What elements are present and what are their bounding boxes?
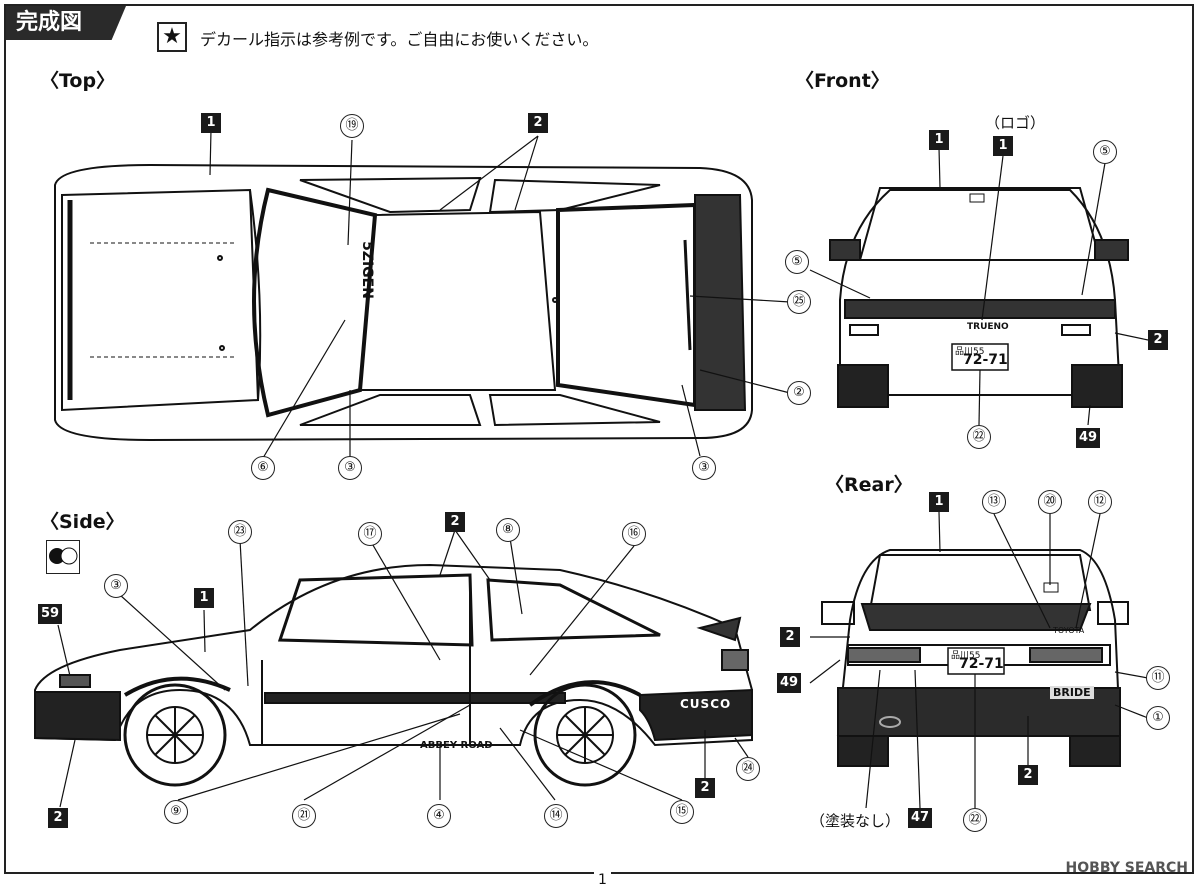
decal-1-front-logo: 1 (993, 136, 1013, 156)
bride-decal: BRIDE (1050, 686, 1094, 699)
decal-8: ⑧ (496, 518, 520, 542)
page-number: 1 (594, 872, 611, 888)
decal-20: ⑳ (1038, 490, 1062, 514)
logo-note: （ロゴ） (985, 114, 1046, 132)
decal-49-rear: 49 (777, 673, 801, 693)
front-view (829, 187, 1129, 408)
header-title: 完成図 (6, 6, 126, 40)
decal-1-circled-rear: ① (1146, 706, 1170, 730)
cusco-decal: CUSCO (680, 697, 732, 711)
no-paint-note: （塗装なし） (810, 812, 901, 830)
decal-22-front: ㉒ (967, 425, 991, 449)
decal-23: ㉓ (228, 520, 252, 544)
decal-2-side-c: 2 (695, 778, 715, 798)
section-rear: 〈Rear〉 (825, 474, 913, 496)
decal-12: ⑫ (1088, 490, 1112, 514)
top-view (54, 163, 753, 442)
decal-4: ④ (427, 804, 451, 828)
front-plate-num: 72-71 (963, 352, 1008, 368)
decal-59-side: 59 (38, 604, 62, 624)
decal-21: ㉑ (292, 804, 316, 828)
decal-2-rear-b: 2 (1018, 765, 1038, 785)
decal-2-rear-a: 2 (780, 627, 800, 647)
decal-47-rear: 47 (908, 808, 932, 828)
section-top: 〈Top〉 (40, 70, 116, 92)
decal-15: ⑮ (670, 800, 694, 824)
decal-2-top: 2 (528, 113, 548, 133)
rear-plate-top: 品川55 (951, 651, 981, 661)
decal-11: ⑪ (1146, 666, 1170, 690)
front-plate-top: 品川55 (955, 347, 985, 357)
decal-22-rear: ㉒ (963, 808, 987, 832)
decal-6: ⑥ (251, 456, 275, 480)
abbey-road-decal: ABBEY ROAD (420, 740, 493, 751)
decal-13: ⑬ (982, 490, 1006, 514)
section-side: 〈Side〉 (40, 511, 125, 533)
decal-9: ⑨ (164, 800, 188, 824)
decal-16: ⑯ (622, 522, 646, 546)
paint-color-icon (46, 540, 80, 574)
zigen-decal: 5ZIGEN (358, 241, 375, 299)
decal-2-front: 2 (1148, 330, 1168, 350)
decal-49-front: 49 (1076, 428, 1100, 448)
decal-1-side: 1 (194, 588, 214, 608)
decal-17: ⑰ (358, 522, 382, 546)
decal-24: ㉔ (736, 757, 760, 781)
decal-3-top-a: ③ (338, 456, 362, 480)
decal-1-rear: 1 (929, 492, 949, 512)
toyota-decal: TOYOTA (1053, 626, 1085, 635)
decal-2-side-a: 2 (445, 512, 465, 532)
header-note: デカール指示は参考例です。ご自由にお使いください。 (200, 30, 599, 49)
rear-view (821, 549, 1129, 767)
trueno-decal: TRUENO (967, 322, 1009, 332)
decal-3-top-b: ③ (692, 456, 716, 480)
watermark: HOBBY SEARCH (1065, 860, 1188, 876)
decal-2-circled-top: ② (787, 381, 811, 405)
section-front: 〈Front〉 (795, 70, 890, 92)
decal-19: ⑲ (340, 114, 364, 138)
decal-1-front-a: 1 (929, 130, 949, 150)
side-view (34, 563, 753, 787)
decal-1-top: 1 (201, 113, 221, 133)
decal-3-side: ③ (104, 574, 128, 598)
decal-2-side-b: 2 (48, 808, 68, 828)
decal-14: ⑭ (544, 804, 568, 828)
decal-25: ㉕ (787, 290, 811, 314)
decal-5-front-a: ⑤ (1093, 140, 1117, 164)
decal-5-front-b: ⑤ (785, 250, 809, 274)
rear-plate-num: 72-71 (959, 656, 1004, 672)
star-icon: ★ (157, 22, 187, 52)
